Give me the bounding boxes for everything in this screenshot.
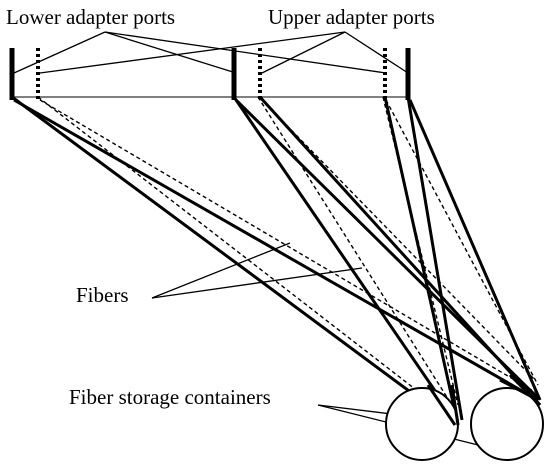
fiber-line: [426, 384, 457, 426]
fiber-line: [257, 96, 456, 411]
leader-line: [344, 31, 409, 74]
leader-line: [317, 404, 401, 416]
leader-line: [104, 31, 237, 74]
fiber-line: [37, 96, 456, 421]
leader-lines-lower: [13, 31, 387, 74]
fiber-line: [385, 99, 539, 386]
label-fibers: Fibers: [76, 283, 129, 307]
fiber-line: [258, 95, 542, 407]
leader-line: [13, 31, 106, 74]
fiber-line: [383, 96, 460, 426]
fiber-line: [406, 96, 464, 421]
fiber-storage-containers: [385, 387, 544, 461]
label-fiber-storage-containers: Fiber storage containers: [69, 385, 271, 409]
fiber-line: [232, 96, 457, 421]
label-upper-adapter-ports: Upper adapter ports: [268, 5, 435, 29]
fiber-line: [11, 95, 456, 427]
leader-line: [151, 267, 363, 299]
fiber-line: [382, 96, 459, 406]
fiber-line: [450, 384, 460, 426]
fiber-group-left: [11, 95, 539, 427]
leader-line: [151, 242, 291, 299]
adapter-ports: [9, 48, 411, 100]
fiber-group-middle: [232, 95, 542, 421]
fiber-storage-container: [470, 387, 544, 461]
fiber-endings: [426, 373, 542, 426]
leader-line: [261, 31, 346, 74]
fiber-line: [39, 99, 536, 393]
fiber-storage-container: [385, 387, 459, 461]
fiber-line: [13, 98, 539, 402]
fiber-line: [261, 99, 536, 381]
fiber-line: [508, 373, 542, 407]
fiber-line: [408, 99, 542, 401]
leader-line: [39, 31, 346, 74]
fiber-group-right: [382, 96, 542, 426]
leader-lines-fibers: [151, 242, 363, 299]
leader-line: [104, 31, 387, 74]
label-lower-adapter-ports: Lower adapter ports: [6, 5, 175, 29]
leader-lines-upper: [39, 31, 409, 74]
